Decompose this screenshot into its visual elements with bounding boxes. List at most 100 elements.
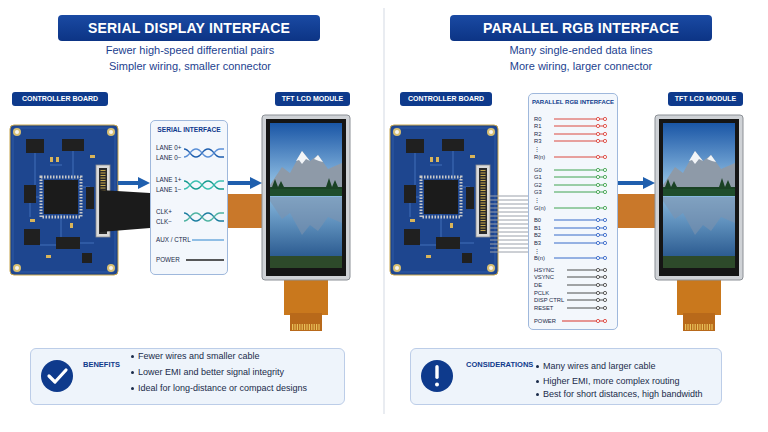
ribbon-wire xyxy=(490,236,528,237)
considerations-box: CONSIDERATIONSMany wires and larger cabl… xyxy=(410,348,722,405)
lcd-module: TFT LCD MODULE xyxy=(262,115,350,280)
blue-wire xyxy=(554,243,605,244)
banner-text: SERIAL DISPLAY INTERFACE xyxy=(58,15,320,41)
ribbon-wire xyxy=(490,212,528,213)
module-label: TFT LCD MODULE xyxy=(668,92,743,106)
controller-pcb xyxy=(10,125,118,275)
check-icon xyxy=(41,360,73,392)
red-wire xyxy=(554,119,605,120)
flex-cable xyxy=(618,194,658,228)
panel-divider xyxy=(384,8,385,414)
lcd-module: TFT LCD MODULE xyxy=(655,115,743,280)
green-wire xyxy=(554,192,605,193)
parallel-wires xyxy=(554,119,605,321)
aux-wire xyxy=(192,239,224,240)
subtitle: More wiring, larger connector xyxy=(431,59,731,73)
subtitle: Many single-ended data lines xyxy=(431,43,731,57)
green-wire xyxy=(554,185,605,186)
ribbon-wire xyxy=(490,200,528,201)
title-banner: PARALLEL RGB INTERFACE xyxy=(450,15,712,41)
icon-circle xyxy=(41,360,73,392)
signal-arrow xyxy=(118,183,144,184)
ribbon-wire xyxy=(490,232,528,233)
ribbon-wire xyxy=(490,196,528,252)
subtitle: Fewer high-speed differential pairs xyxy=(40,43,340,57)
clock-wire xyxy=(184,213,224,221)
bullet-text: Many wires and larger cable xyxy=(536,359,656,373)
green-wire xyxy=(554,208,605,209)
control-wire xyxy=(567,293,605,294)
ribbon-wire xyxy=(490,224,528,225)
check-mark xyxy=(49,370,66,382)
tft-lcd xyxy=(262,115,350,331)
icon-circle xyxy=(421,360,453,392)
title-banner: SERIAL DISPLAY INTERFACE xyxy=(58,15,320,41)
signal-arrow xyxy=(118,181,144,185)
black-cable xyxy=(100,190,150,232)
bullet-text: Lower EMI and better signal integrity xyxy=(131,365,284,379)
ribbon-wire xyxy=(490,220,528,221)
benefits-box: BENEFITS Fewer wires and smaller cableLow… xyxy=(30,348,345,405)
ribbon-wire xyxy=(490,228,528,229)
red-wire xyxy=(554,157,605,158)
box-heading: PARALLEL RGB INTERFACE xyxy=(529,97,617,107)
control-wire xyxy=(567,270,605,271)
ribbon-wire xyxy=(490,240,528,241)
flex-cable xyxy=(228,194,266,228)
board-label: CONTROLLER BOARD xyxy=(400,92,492,106)
blue-wire xyxy=(554,228,605,229)
power-wire xyxy=(186,259,224,260)
control-wire xyxy=(567,285,605,286)
ribbon-wire xyxy=(490,196,528,197)
blue-wire xyxy=(554,220,605,221)
control-wire xyxy=(567,308,605,309)
clock-wire xyxy=(184,213,224,221)
module-label: TFT LCD MODULE xyxy=(275,92,350,106)
red-wire xyxy=(554,126,605,127)
control-wire xyxy=(567,277,605,278)
red-wire xyxy=(554,141,605,142)
tft-lcd xyxy=(655,115,743,331)
info-heading: CONSIDERATIONS xyxy=(466,360,533,370)
twisted-pairs xyxy=(184,149,224,260)
bullet-text: Best for short distances, high bandwidth xyxy=(536,387,703,401)
blue-wire xyxy=(554,235,605,236)
lane-wire xyxy=(184,149,224,157)
power-wire xyxy=(562,320,605,321)
bullet-text: Fewer wires and smaller cable xyxy=(131,349,260,363)
box-heading: SERIAL INTERFACE xyxy=(151,125,227,135)
lane-wire xyxy=(184,181,224,189)
exclamation-dot xyxy=(435,383,439,387)
signal-arrow xyxy=(228,181,256,185)
lane-wire xyxy=(184,149,224,157)
green-wire xyxy=(554,177,605,178)
ribbon-wire xyxy=(490,252,528,253)
signal-arrow xyxy=(228,183,256,184)
interface-box: SERIAL INTERFACE xyxy=(150,120,228,275)
control-wire xyxy=(567,300,605,301)
ribbon-wire xyxy=(490,208,528,209)
bullet-text: Ideal for long-distance or compact desig… xyxy=(131,381,307,395)
green-wire xyxy=(554,170,605,171)
ribbon-wire xyxy=(490,204,528,205)
banner-text: PARALLEL RGB INTERFACE xyxy=(450,15,712,41)
controller-board: CONTROLLER BOARD xyxy=(390,125,490,275)
blue-wire xyxy=(554,258,605,259)
ribbon-wire xyxy=(490,244,528,245)
controller-pcb xyxy=(390,125,498,275)
info-heading: BENEFITS xyxy=(83,360,120,370)
interface-box: PARALLEL RGB INTERFACE xyxy=(528,93,618,330)
red-wire xyxy=(554,134,605,135)
lane-wire xyxy=(184,181,224,189)
signal-arrow xyxy=(618,181,649,185)
exclamation-bar xyxy=(435,365,438,379)
signal-arrow xyxy=(618,183,649,184)
ribbon-wire xyxy=(490,216,528,217)
warning-icon xyxy=(421,360,453,392)
subtitle: Simpler wiring, smaller connector xyxy=(40,59,340,73)
board-label: CONTROLLER BOARD xyxy=(12,92,108,106)
bullet-text: Higher EMI, more complex routing xyxy=(536,374,680,388)
controller-board: CONTROLLER BOARD xyxy=(10,125,118,275)
